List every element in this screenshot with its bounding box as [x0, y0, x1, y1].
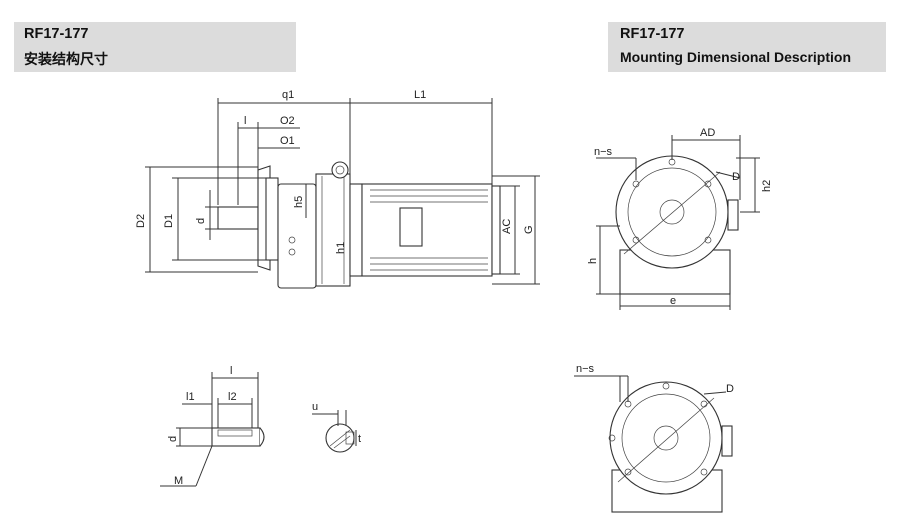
bottom-view: n−s D — [574, 363, 734, 513]
bottom-flange-circle — [609, 381, 723, 495]
label-n-s-bottom: n−s — [576, 363, 595, 375]
label-q1: q1 — [282, 89, 294, 101]
shaft-detail-body — [211, 427, 261, 447]
output-shaft — [217, 206, 259, 230]
front-flange-circle — [615, 155, 729, 269]
model-title-right: RF17-177 — [620, 26, 685, 42]
label-D1: D1 — [163, 214, 175, 228]
label-AD: AD — [700, 127, 715, 139]
front-view: n−s AD D h2 h e — [587, 127, 773, 310]
label-e: e — [670, 295, 676, 307]
label-O2: O2 — [280, 115, 295, 127]
terminal-box — [399, 207, 423, 247]
label-h: h — [587, 258, 599, 264]
label-shaft-l: l — [230, 365, 232, 377]
label-shaft-d: d — [167, 436, 179, 442]
model-title-left: RF17-177 — [24, 26, 89, 42]
label-h2: h2 — [761, 180, 773, 192]
shaft-detail: l l1 l2 d M — [160, 365, 265, 487]
label-l: l — [244, 115, 246, 127]
label-d: d — [195, 218, 207, 224]
header-right: RF17-177 Mounting Dimensional Descriptio… — [608, 22, 886, 72]
label-D2: D2 — [135, 214, 147, 228]
side-view: q1 L1 l O2 O1 D2 D1 d h5 h1 AC G — [135, 89, 540, 289]
label-AC: AC — [501, 219, 513, 234]
front-dimensions — [596, 135, 760, 310]
label-l2: l2 — [228, 391, 237, 403]
side-dimensions — [145, 98, 540, 286]
label-h5: h5 — [293, 196, 305, 208]
label-t: t — [358, 433, 361, 445]
label-n-s-front: n−s — [594, 146, 613, 158]
label-O1: O1 — [280, 135, 295, 147]
label-u: u — [312, 401, 318, 413]
label-D-front: D — [732, 171, 740, 183]
key-detail: u t — [312, 401, 361, 453]
label-M: M — [174, 475, 183, 487]
motor-body — [361, 183, 493, 277]
adapter-housing — [315, 173, 351, 287]
bottom-dimensions — [574, 375, 727, 402]
label-h1: h1 — [335, 242, 347, 254]
lifting-eye — [331, 161, 349, 179]
label-D-bottom: D — [726, 383, 734, 395]
header-left: RF17-177 安装结构尺寸 — [14, 22, 296, 72]
label-l1: l1 — [186, 391, 195, 403]
label-L1: L1 — [414, 89, 426, 101]
subtitle-right: Mounting Dimensional Description — [620, 49, 852, 65]
label-G: G — [523, 225, 535, 234]
subtitle-left: 安装结构尺寸 — [24, 51, 108, 67]
